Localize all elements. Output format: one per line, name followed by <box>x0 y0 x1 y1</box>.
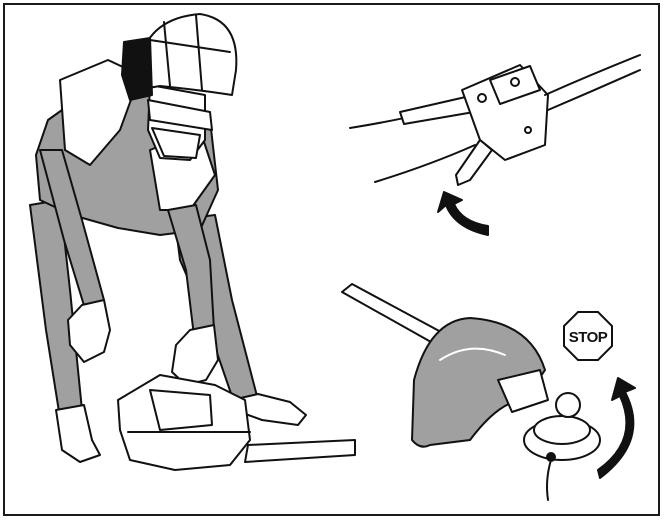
stop-sign-label: STOP <box>569 329 608 346</box>
rotation-arrow-icon <box>598 378 635 478</box>
throttle-handle-detail <box>350 55 640 185</box>
right-glove <box>172 325 218 385</box>
throttle-lever <box>456 140 492 185</box>
stop-sign-icon: STOP <box>564 312 612 360</box>
release-arrow-icon <box>438 192 488 235</box>
left-boot <box>56 405 100 462</box>
drive-shaft <box>245 440 355 462</box>
helmet <box>140 14 236 95</box>
ear-muff <box>122 38 152 100</box>
cutting-head-detail <box>342 284 600 500</box>
